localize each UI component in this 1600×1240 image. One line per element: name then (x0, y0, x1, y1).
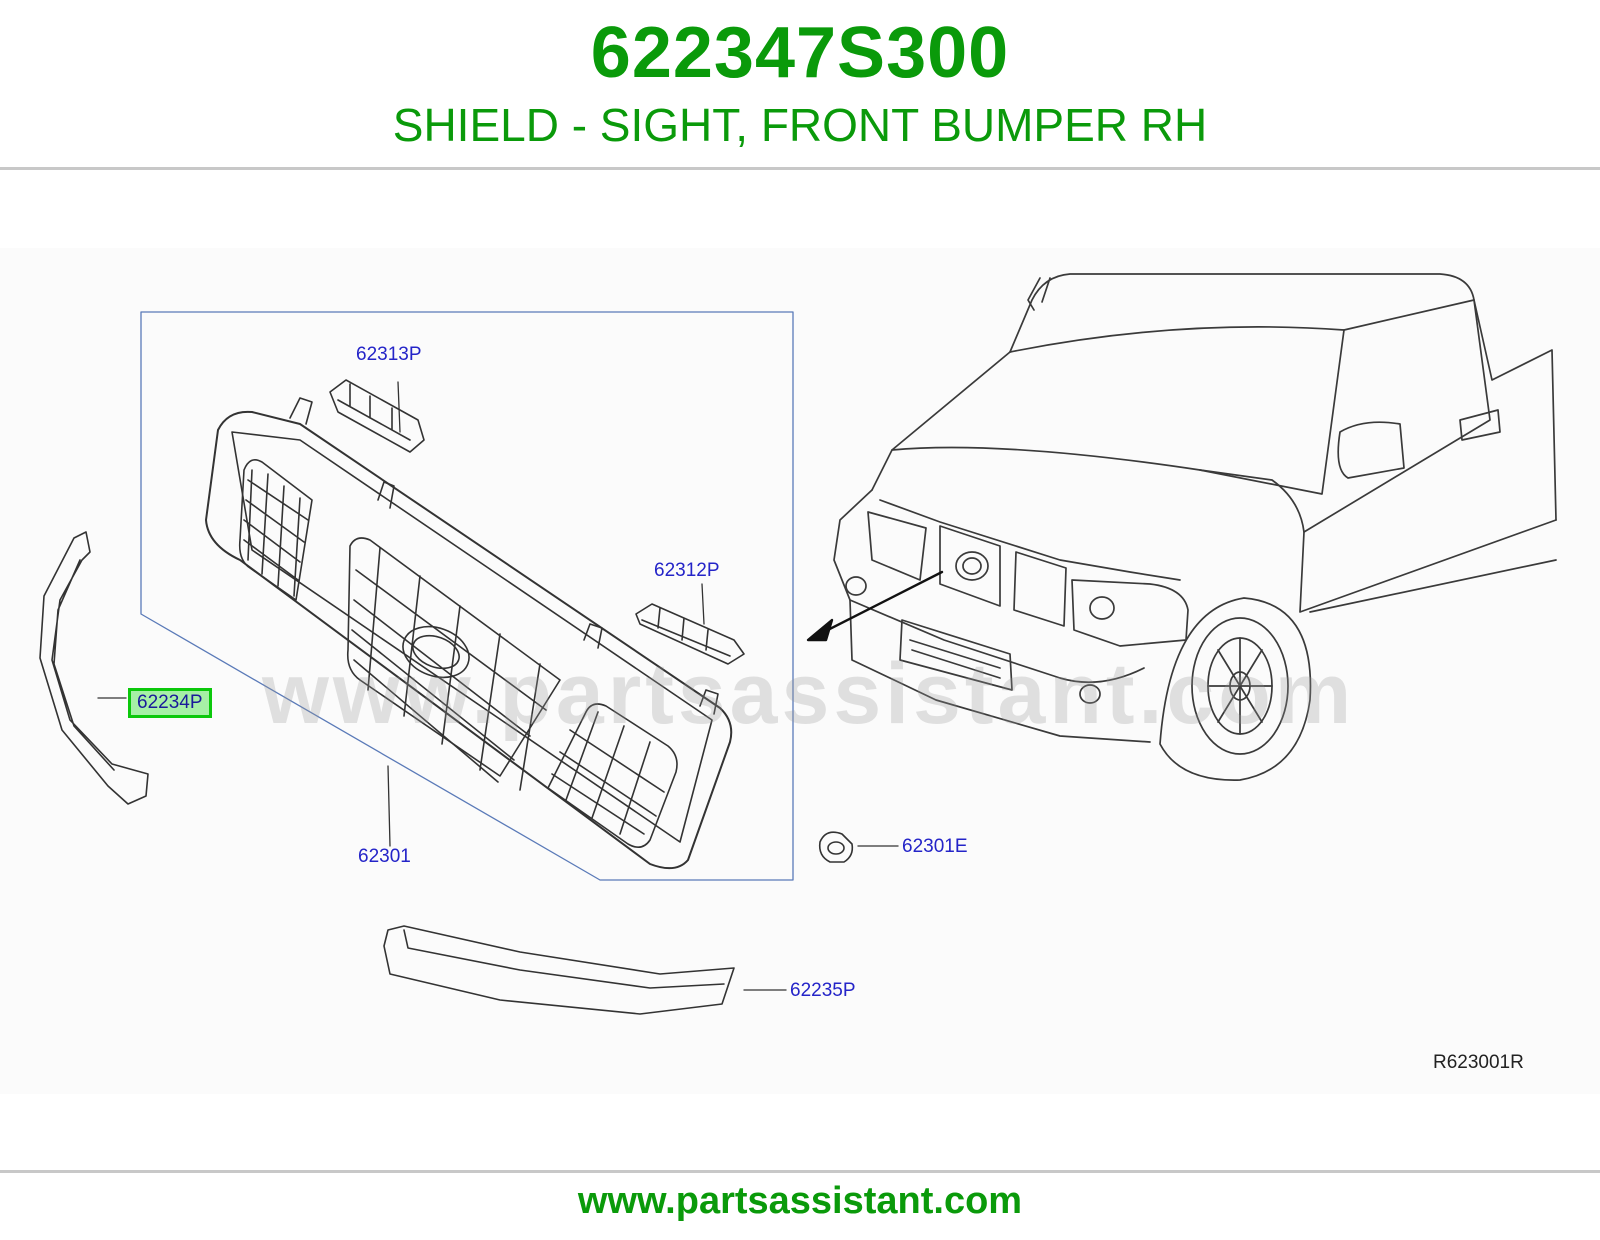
molding-62235p-drawing (383, 925, 735, 1015)
pointer-arrow (806, 570, 944, 642)
vehicle-drawing (833, 273, 1557, 781)
callout-62301e[interactable]: 62301E (902, 836, 968, 857)
clip-62313p-drawing (329, 379, 425, 453)
parts-diagram-area (0, 248, 1600, 1094)
part-description: SHIELD - SIGHT, FRONT BUMPER RH (392, 99, 1208, 151)
page-header: 622347S300 SHIELD - SIGHT, FRONT BUMPER … (0, 0, 1600, 168)
callout-62234p[interactable]: 62234P (128, 688, 212, 718)
diagram-reference-code: R623001R (1433, 1052, 1524, 1073)
clip-62312p-drawing (635, 603, 745, 665)
assembly-frame (140, 311, 794, 881)
callout-62301[interactable]: 62301 (358, 846, 411, 867)
footer-url-link[interactable]: www.partsassistant.com (577, 1180, 1023, 1222)
grille-drawing (205, 397, 733, 870)
callout-62312p[interactable]: 62312P (654, 560, 720, 581)
clip-62301e-drawing (818, 831, 854, 863)
part-number-title: 622347S300 (590, 13, 1010, 93)
top-divider (0, 167, 1600, 170)
strip-62234p-drawing (39, 531, 149, 805)
callout-62235p[interactable]: 62235P (790, 980, 856, 1001)
bottom-divider (0, 1170, 1600, 1173)
callout-62313p[interactable]: 62313P (356, 344, 422, 365)
